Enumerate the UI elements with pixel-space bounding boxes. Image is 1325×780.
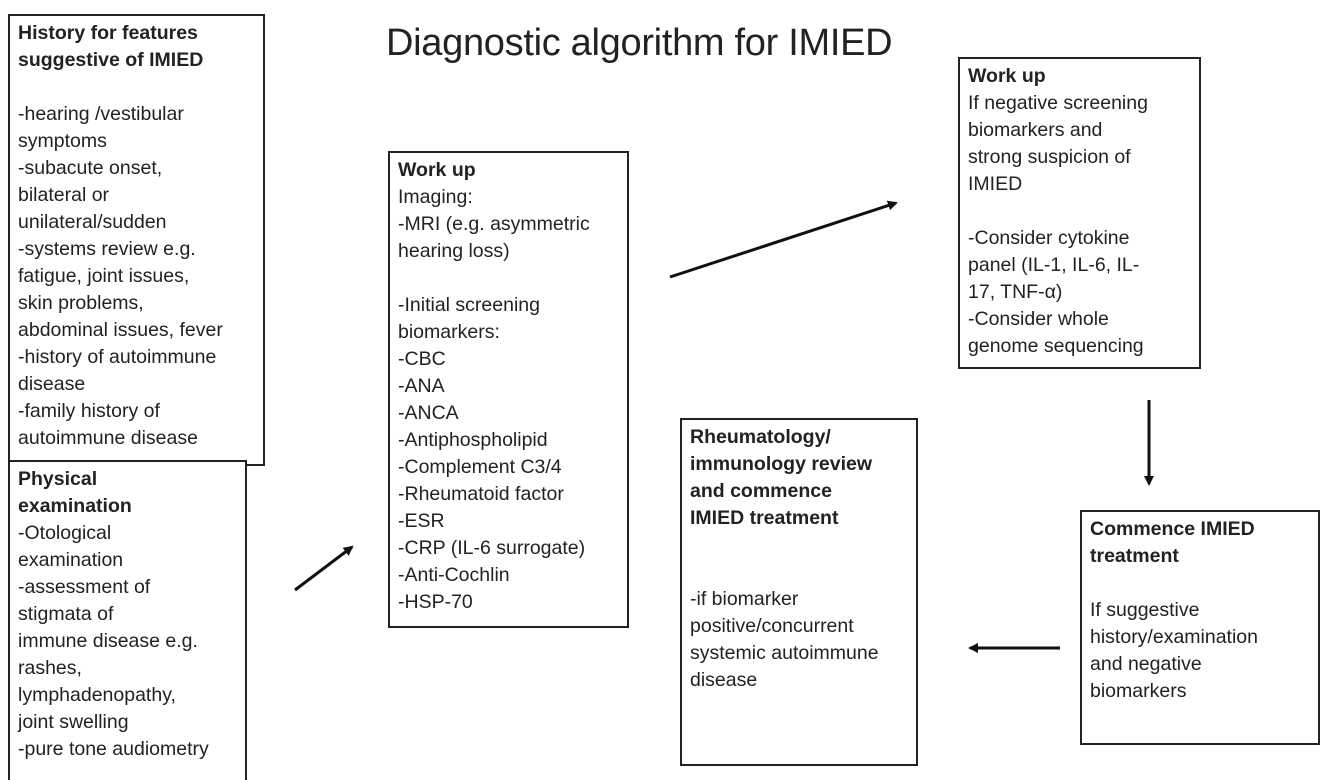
rheumatology-heading: immunology review [690, 453, 873, 475]
imaging-line: -MRI (e.g. asymmetric [398, 213, 590, 235]
rheumatology-line: positive/concurrent [690, 615, 854, 637]
physical-heading-1: Physical [18, 468, 98, 490]
biomarker-item: -CRP (IL-6 surrogate) [398, 537, 586, 559]
commence-heading: Commence IMIED [1090, 518, 1255, 540]
physical-line: immune disease e.g. [18, 630, 198, 652]
history-line: autoimmune disease [18, 427, 198, 449]
advanced-work-up-line: genome sequencing [968, 335, 1144, 357]
arrow-to-advanced-work-up [669, 200, 898, 279]
advanced-work-up-line: biomarkers and [968, 119, 1103, 141]
commence-line: and negative [1090, 653, 1202, 675]
physical-line: lymphadenopathy, [18, 684, 176, 706]
rheumatology-heading: and commence [690, 480, 832, 502]
biomarker-item: -Rheumatoid factor [398, 483, 564, 505]
physical-line: stigmata of [18, 603, 114, 625]
commence-line: If suggestive [1090, 599, 1200, 621]
biomarker-label: -Initial screening [398, 294, 540, 316]
rheumatology-review-box: Rheumatology/ immunology review and comm… [680, 418, 918, 766]
physical-line: -assessment of [18, 576, 151, 598]
biomarker-label: biomarkers: [398, 321, 500, 343]
history-line: -systems review e.g. [18, 238, 196, 260]
history-line: -hearing /vestibular [18, 103, 184, 125]
rheumatology-line: systemic autoimmune [690, 642, 879, 664]
history-heading-1: History for features [18, 22, 198, 44]
history-heading-2: suggestive of IMIED [18, 49, 204, 71]
advanced-work-up-line: strong suspicion of [968, 146, 1131, 168]
history-line: symptoms [18, 130, 107, 152]
biomarker-item: -Antiphospholipid [398, 429, 548, 451]
history-line: -history of autoimmune [18, 346, 217, 368]
rheumatology-line: disease [690, 669, 758, 691]
rheumatology-heading: IMIED treatment [690, 507, 839, 529]
physical-line: -Otological [18, 522, 112, 544]
biomarker-item: -ANA [398, 375, 445, 397]
work-up-heading: Work up [398, 159, 476, 181]
biomarker-item: -HSP-70 [398, 591, 473, 613]
history-line: unilateral/sudden [18, 211, 167, 233]
advanced-work-up-heading: Work up [968, 65, 1046, 87]
physical-line: joint swelling [18, 711, 129, 733]
physical-line: -pure tone audiometry [18, 738, 209, 760]
physical-line: rashes, [18, 657, 82, 679]
history-box: History for features suggestive of IMIED… [8, 14, 265, 466]
arrow-to-work-up [294, 545, 354, 592]
imaging-label: Imaging: [398, 186, 473, 208]
commence-heading: treatment [1090, 545, 1179, 567]
biomarker-item: -Anti-Cochlin [398, 564, 510, 586]
physical-examination-box: Physical examination -Otological examina… [8, 460, 247, 780]
history-line: disease [18, 373, 86, 395]
history-line: skin problems, [18, 292, 144, 314]
imaging-line: hearing loss) [398, 240, 510, 262]
history-line: bilateral or [18, 184, 110, 206]
work-up-box: Work up Imaging: -MRI (e.g. asymmetric h… [388, 151, 629, 628]
advanced-work-up-line: If negative screening [968, 92, 1148, 114]
history-line: fatigue, joint issues, [18, 265, 190, 287]
commence-line: history/examination [1090, 626, 1258, 648]
physical-line: examination [18, 549, 124, 571]
history-line: abdominal issues, fever [18, 319, 223, 341]
biomarker-item: -ANCA [398, 402, 459, 424]
rheumatology-heading: Rheumatology/ [690, 426, 831, 448]
physical-heading-2: examination [18, 495, 132, 517]
advanced-work-up-line: -Consider whole [968, 308, 1109, 330]
advanced-work-up-line: 17, TNF-α) [968, 281, 1063, 303]
biomarker-item: -CBC [398, 348, 446, 370]
history-line: -subacute onset, [18, 157, 163, 179]
advanced-work-up-line: -Consider cytokine [968, 227, 1130, 249]
advanced-work-up-line: IMIED [968, 173, 1023, 195]
advanced-work-up-line: panel (IL-1, IL-6, IL- [968, 254, 1140, 276]
diagram-title: Diagnostic algorithm for IMIED [386, 22, 893, 64]
commence-line: biomarkers [1090, 680, 1187, 702]
biomarker-item: -Complement C3/4 [398, 456, 562, 478]
history-line: -family history of [18, 400, 160, 422]
biomarker-item: -ESR [398, 510, 445, 532]
rheumatology-line: -if biomarker [690, 588, 799, 610]
commence-treatment-box: Commence IMIED treatment If suggestive h… [1080, 510, 1320, 745]
advanced-work-up-box: Work up If negative screening biomarkers… [958, 57, 1201, 369]
